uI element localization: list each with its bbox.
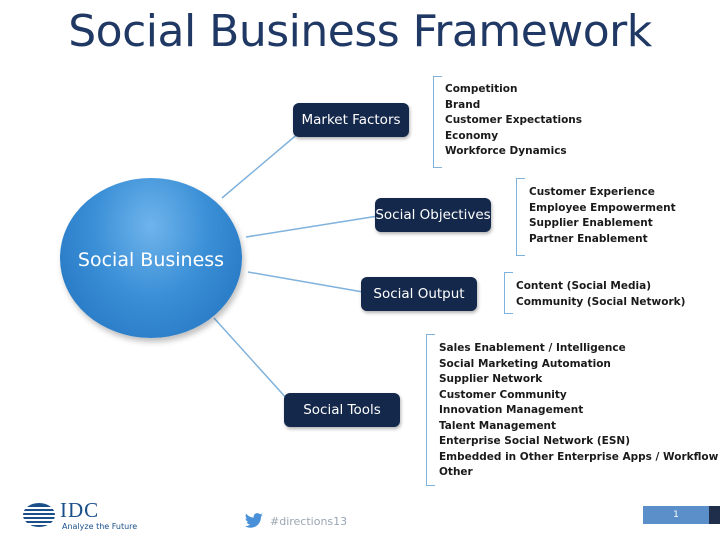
list-item: Community (Social Network)	[516, 295, 686, 308]
node-social-output: Social Output	[361, 277, 477, 311]
list-item: Enterprise Social Network (ESN)	[439, 435, 631, 447]
node-market-factors: Market Factors	[293, 103, 409, 137]
list-item: Brand	[445, 98, 481, 111]
node-label: Social Output	[373, 286, 465, 302]
list-item: Other	[439, 466, 473, 478]
hub-label: Social Business	[77, 249, 225, 271]
list-social-output: Content (Social Media) Community (Social…	[516, 279, 685, 310]
node-label: Social Objectives	[375, 207, 491, 223]
list-item: Talent Management	[439, 419, 557, 432]
page-number-edge	[709, 506, 720, 524]
list-item: Embedded in Other Enterprise Apps / Work…	[439, 450, 719, 463]
bracket-social-output	[504, 272, 513, 314]
social-business-hub: Social Business	[60, 178, 242, 338]
logo-text: IDC	[60, 498, 100, 522]
slide-title: Social Business Framework	[68, 6, 652, 57]
bracket-market-factors	[433, 76, 442, 168]
connector-social-tools	[213, 317, 289, 401]
bracket-social-objectives	[516, 178, 525, 256]
list-item: Competition	[445, 83, 518, 95]
globe-icon	[22, 503, 56, 527]
bracket-social-tools	[426, 334, 435, 486]
logo-tagline: Analyze the Future	[62, 522, 138, 531]
list-item: Customer Experience	[529, 186, 655, 198]
node-label: Market Factors	[301, 112, 401, 128]
list-item: Content (Social Media)	[516, 280, 651, 292]
page-number-label: 1	[673, 510, 679, 520]
hashtag: #directions13	[270, 515, 348, 528]
list-item: Social Marketing Automation	[439, 357, 611, 370]
list-social-tools: Sales Enablement / Intelligence Social M…	[439, 341, 718, 481]
idc-logo: IDC Analyze the Future	[22, 498, 137, 536]
twitter-bird-icon	[244, 513, 263, 528]
list-item: Employee Empowerment	[529, 201, 676, 214]
list-item: Economy	[445, 129, 499, 142]
list-item: Innovation Management	[439, 404, 584, 416]
connector-social-objectives	[245, 215, 379, 238]
list-item: Customer Community	[439, 388, 567, 401]
list-social-objectives: Customer Experience Employee Empowerment…	[529, 185, 676, 247]
list-item: Supplier Network	[439, 373, 543, 385]
connector-social-output	[247, 271, 364, 293]
list-item: Supplier Enablement	[529, 217, 653, 229]
list-item: Workforce Dynamics	[445, 145, 567, 157]
node-social-tools: Social Tools	[284, 393, 400, 427]
connector-market-factors	[221, 131, 301, 199]
list-market-factors: Competition Brand Customer Expectations …	[445, 82, 582, 160]
list-item: Customer Expectations	[445, 114, 583, 126]
node-social-objectives: Social Objectives	[375, 198, 491, 232]
node-label: Social Tools	[303, 402, 381, 418]
list-item: Sales Enablement / Intelligence	[439, 342, 626, 354]
page-number: 1	[643, 506, 709, 524]
list-item: Partner Enablement	[529, 232, 648, 245]
